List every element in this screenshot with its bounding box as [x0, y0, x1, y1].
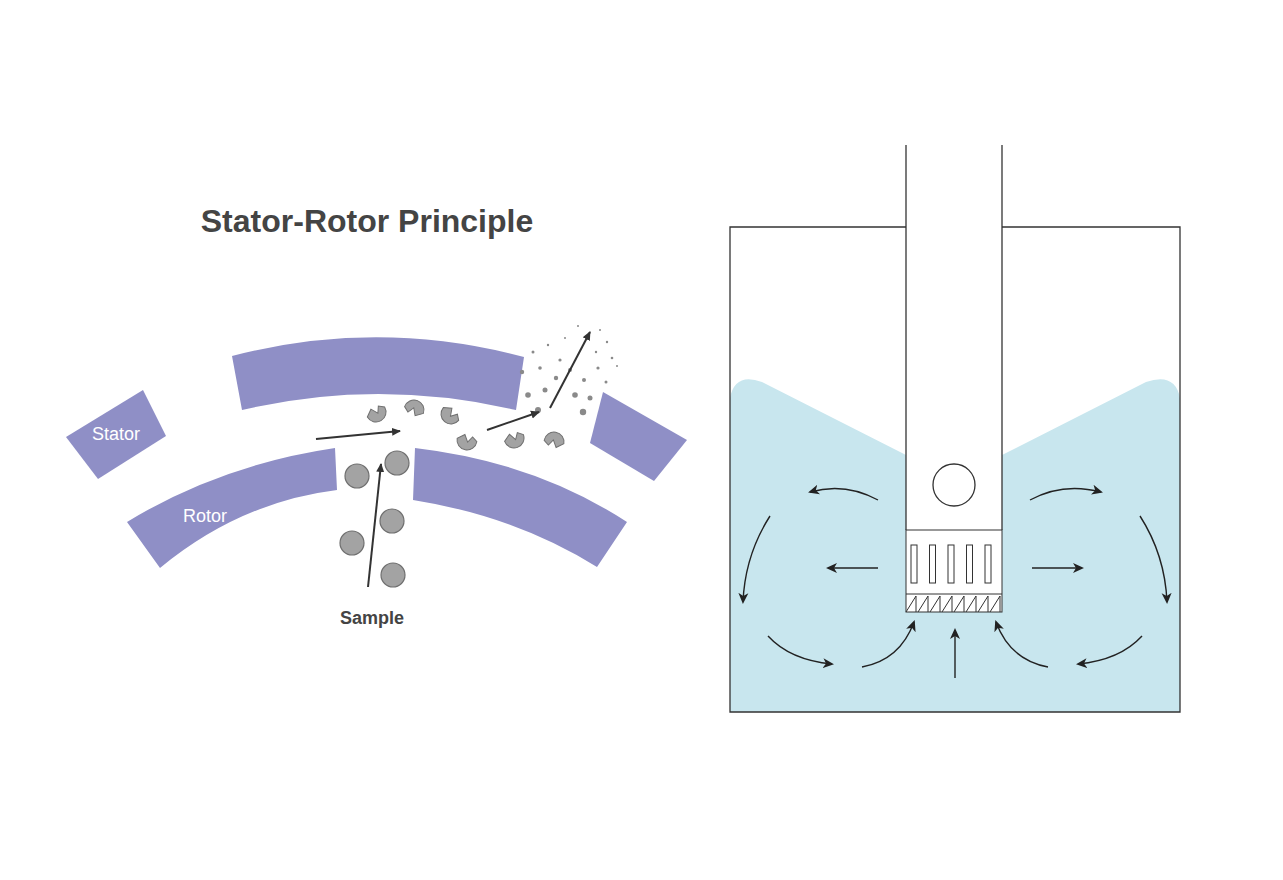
illustration-part — [933, 464, 975, 506]
illustration-part — [380, 509, 404, 533]
illustration-part — [606, 341, 608, 343]
illustration-part — [550, 332, 590, 408]
illustration-part — [503, 430, 527, 451]
illustration-part — [1032, 567, 1082, 568]
stator-segment: Stator — [60, 384, 192, 484]
illustration-part — [743, 516, 770, 602]
illustration-part — [954, 630, 955, 678]
illustration-part — [345, 464, 369, 488]
illustration-part — [605, 381, 608, 384]
illustration-part — [543, 430, 565, 448]
illustration-part — [316, 431, 400, 439]
illustration-part — [967, 545, 973, 583]
illustration-part — [564, 337, 566, 339]
illustration-part — [948, 545, 954, 583]
illustration-part — [381, 563, 405, 587]
rotor-band — [413, 448, 627, 567]
rotor-segment: Rotor — [120, 440, 342, 573]
segment-label: Rotor — [183, 507, 227, 527]
illustration-part — [1078, 636, 1142, 664]
homogenizer-shaft — [906, 140, 1002, 530]
segment-shape — [120, 440, 342, 573]
illustration-part — [487, 412, 539, 430]
illustration-part — [340, 531, 364, 555]
illustration-part — [368, 464, 381, 587]
circulation-arrows — [743, 488, 1167, 678]
illustration-part — [905, 145, 906, 530]
illustration-part — [455, 433, 477, 451]
illustration-part — [554, 376, 558, 380]
illustration-part — [577, 325, 579, 327]
illustration-part — [768, 636, 832, 664]
illustration-part — [520, 370, 524, 374]
rotor-stator-head — [906, 530, 1002, 612]
illustration-part — [1030, 488, 1101, 500]
illustration-part — [1140, 516, 1167, 602]
illustration-part — [365, 403, 390, 426]
sample-particles — [340, 451, 409, 587]
illustration-part — [810, 488, 878, 500]
illustration-part — [588, 396, 593, 401]
illustration-part — [862, 622, 914, 667]
illustration-part — [911, 545, 917, 583]
illustration-part — [1001, 145, 1002, 530]
illustration-part — [403, 397, 427, 418]
diagram-title: Stator-Rotor Principle — [201, 204, 533, 239]
illustration-part — [582, 378, 586, 382]
illustration-part — [525, 392, 531, 398]
illustration-part — [596, 366, 599, 369]
illustration-part — [538, 366, 542, 370]
illustration-part — [543, 388, 548, 393]
illustration-part — [611, 357, 614, 360]
flow-arrows — [316, 332, 590, 587]
illustration-part — [385, 451, 409, 475]
illustration-part — [906, 140, 1002, 530]
illustration-part — [590, 392, 687, 481]
illustration-part — [232, 337, 524, 410]
illustration-part — [911, 545, 991, 583]
illustration-part — [930, 545, 936, 583]
illustration-part — [572, 392, 578, 398]
illustration-part — [906, 530, 1002, 612]
illustration-part — [580, 409, 586, 415]
illustration-part — [906, 594, 1002, 612]
illustration-part — [595, 351, 597, 353]
illustration-part — [532, 351, 535, 354]
illustration-part — [828, 567, 878, 568]
illustration-part — [413, 448, 627, 567]
segment-label: Stator — [92, 425, 140, 445]
illustration-part — [558, 358, 561, 361]
illustration-part — [437, 404, 462, 428]
part-label: Sample — [340, 609, 404, 629]
illustration-part — [547, 344, 549, 346]
illustration-part — [616, 365, 618, 367]
illustration-part — [599, 329, 601, 331]
fragments — [365, 397, 566, 451]
dust — [520, 325, 618, 415]
illustration-part — [996, 622, 1048, 667]
illustration-part — [985, 545, 991, 583]
